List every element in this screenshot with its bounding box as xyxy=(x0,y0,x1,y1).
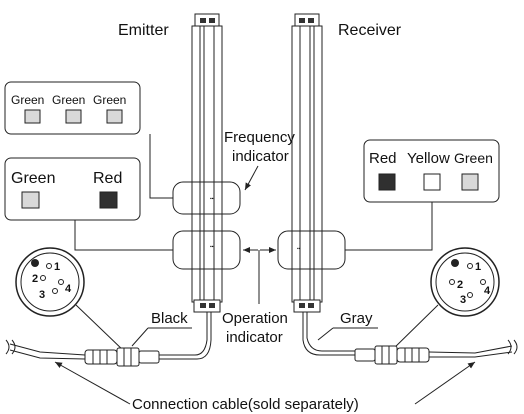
emitter-frequency-panel: Green Green Green xyxy=(4,81,141,135)
op-led-2-label: Red xyxy=(93,170,122,187)
right-pin-1-label: 1 xyxy=(475,261,481,273)
receiver-panel: Red Yellow Green xyxy=(363,139,500,203)
emitter-bar: ▪▪ ▪▪ xyxy=(191,13,223,313)
rx-led-red xyxy=(378,173,396,191)
right-connector-pinout: 1 2 3 4 xyxy=(430,247,500,317)
receiver-bar: ▪▪ xyxy=(291,13,323,313)
frequency-indicator-label-2: indicator xyxy=(232,148,289,165)
left-pin-2-label: 2 xyxy=(32,273,38,285)
gray-label-leader xyxy=(317,327,334,341)
left-pinout-leader xyxy=(75,304,126,353)
rx-leader-line xyxy=(345,202,433,251)
freq-led-2-label: Green xyxy=(52,93,85,107)
left-pin-1-label: 1 xyxy=(54,261,60,273)
frequency-indicator-arrow xyxy=(244,165,259,191)
svg-text:▪▪: ▪▪ xyxy=(297,246,301,252)
freq-led-3 xyxy=(106,109,123,124)
rx-led-green xyxy=(461,173,479,191)
rx-led-2-label: Yellow xyxy=(407,150,450,167)
svg-text:▪▪: ▪▪ xyxy=(210,196,214,202)
right-pinout-leader xyxy=(389,304,439,353)
receiver-label: Receiver xyxy=(338,22,402,39)
right-pin-3-label: 3 xyxy=(460,294,466,306)
rx-led-3-label: Green xyxy=(454,150,493,166)
op-led-green xyxy=(21,191,40,209)
freq-led-3-label: Green xyxy=(93,93,126,107)
emitter-operation-panel: Green Red xyxy=(4,157,141,221)
connection-cable-label: Connection cable(sold separately) xyxy=(132,396,359,413)
svg-text:▪▪: ▪▪ xyxy=(210,244,214,250)
left-cable xyxy=(5,312,212,367)
freq-led-1 xyxy=(24,109,41,124)
right-cable-callout-arrow xyxy=(414,361,476,405)
left-pin-4-label: 4 xyxy=(65,283,72,295)
freq-led-2 xyxy=(65,109,82,124)
left-cable-callout-arrow xyxy=(54,361,131,405)
gray-cable-label: Gray xyxy=(340,310,373,327)
op-leader-line xyxy=(74,220,173,251)
right-pin-4-label: 4 xyxy=(484,285,491,297)
black-cable-label: Black xyxy=(151,310,188,327)
operation-indicator-label-2: indicator xyxy=(226,329,283,346)
emitter-label: Emitter xyxy=(118,22,169,39)
rx-led-1-label: Red xyxy=(369,150,397,167)
right-cable xyxy=(302,312,518,365)
op-led-1-label: Green xyxy=(11,170,55,187)
black-label-leader xyxy=(131,327,149,347)
freq-led-1-label: Green xyxy=(11,93,44,107)
freq-leader-line xyxy=(149,134,173,199)
left-pin-3-label: 3 xyxy=(39,289,45,301)
op-led-red xyxy=(99,191,118,209)
right-pin-2-label: 2 xyxy=(457,279,463,291)
left-connector-pinout: 1 2 3 4 xyxy=(15,247,85,317)
operation-indicator-label-1: Operation xyxy=(222,310,288,327)
frequency-indicator-label-1: Frequency xyxy=(224,129,295,146)
rx-led-yellow xyxy=(423,173,441,191)
